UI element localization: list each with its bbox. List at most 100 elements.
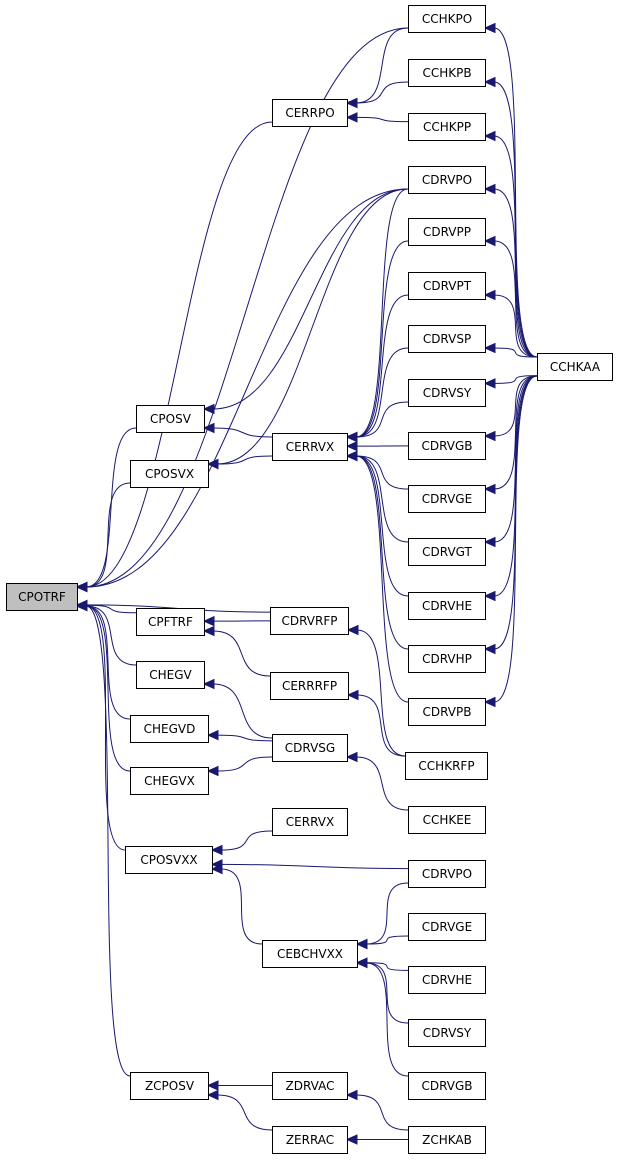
edge-cchkaa-to-cdrvsy_a bbox=[483, 375, 538, 389]
edge-cerrpo-to-cpotrf bbox=[75, 121, 273, 593]
node-label: CDRVHE bbox=[422, 973, 472, 987]
node-label: CHEGVX bbox=[144, 774, 195, 788]
node-cpftrf[interactable]: CPFTRF bbox=[136, 608, 205, 636]
node-cdrvsg[interactable]: CDRVSG bbox=[272, 734, 348, 762]
node-zdrvac[interactable]: ZDRVAC bbox=[272, 1072, 348, 1100]
node-cchkee[interactable]: CCHKEE bbox=[408, 806, 486, 834]
edge-cdrvsg-to-chegvd bbox=[206, 729, 273, 742]
node-cposvxx[interactable]: CPOSVXX bbox=[125, 846, 213, 874]
node-cchkaa[interactable]: CCHKAA bbox=[537, 353, 613, 381]
node-label: CDRVPB bbox=[423, 705, 472, 719]
edge-cdrvhp-to-cerrvx_a bbox=[345, 450, 409, 650]
arrowhead-icon bbox=[355, 938, 368, 950]
node-cdrvpb[interactable]: CDRVPB bbox=[408, 698, 486, 726]
node-cdrvsp[interactable]: CDRVSP bbox=[408, 325, 486, 353]
arrowhead-icon bbox=[355, 957, 368, 969]
node-cchkpo[interactable]: CCHKPO bbox=[408, 5, 486, 33]
edge-cdrvpp-to-cerrvx_a bbox=[345, 240, 409, 443]
arrowhead-icon bbox=[345, 112, 358, 123]
node-label: CDRVPO bbox=[422, 867, 472, 881]
node-cdrvhp[interactable]: CDRVHP bbox=[408, 645, 486, 673]
node-cdrvge-a[interactable]: CDRVGE bbox=[408, 485, 486, 513]
node-chegv[interactable]: CHEGV bbox=[136, 661, 205, 689]
edge-cdrvpo_b-to-cebchvxx bbox=[355, 882, 409, 950]
node-cerrpo[interactable]: CERRPO bbox=[272, 99, 348, 127]
node-cposvx[interactable]: CPOSVX bbox=[130, 460, 209, 488]
edge-cdrvpo_a-to-cposv bbox=[202, 188, 409, 415]
arrowhead-icon bbox=[483, 536, 496, 548]
edge-cerrrfp-to-cpftrf bbox=[202, 625, 271, 677]
node-label: CCHKAA bbox=[550, 360, 601, 374]
node-cdrvpp[interactable]: CDRVPP bbox=[408, 218, 486, 246]
edge-chegvx-to-cpotrf bbox=[75, 600, 131, 772]
arrowhead-icon bbox=[345, 97, 358, 109]
arrowhead-icon bbox=[202, 615, 215, 627]
node-cchkrfp[interactable]: CCHKRFP bbox=[405, 752, 488, 780]
node-label: CERRVX bbox=[286, 440, 334, 454]
arrowhead-icon bbox=[483, 22, 496, 34]
arrowhead-icon bbox=[210, 844, 223, 856]
node-cdrvpt[interactable]: CDRVPT bbox=[408, 272, 486, 300]
node-cerrvx-b[interactable]: CERRVX bbox=[272, 808, 348, 836]
node-cdrvgb-b[interactable]: CDRVGB bbox=[408, 1072, 486, 1100]
edge-cchkee-to-cdrvsg bbox=[345, 751, 409, 811]
node-cdrvge-b[interactable]: CDRVGE bbox=[408, 913, 486, 941]
arrowhead-icon bbox=[483, 430, 496, 442]
node-cerrvx-a[interactable]: CERRVX bbox=[272, 433, 348, 461]
node-zchkab[interactable]: ZCHKAB bbox=[408, 1126, 486, 1154]
node-cdrvpo-a[interactable]: CDRVPO bbox=[408, 166, 486, 194]
arrowhead-icon bbox=[346, 624, 359, 636]
arrowhead-icon bbox=[206, 765, 219, 777]
edge-chegvd-to-cpotrf bbox=[75, 600, 131, 720]
node-label: CHEGVD bbox=[144, 722, 196, 736]
edge-cchkaa-to-cchkpb bbox=[483, 76, 538, 358]
node-zerrac[interactable]: ZERRAC bbox=[272, 1126, 348, 1154]
node-label: CCHKRFP bbox=[418, 759, 474, 773]
node-cchkpp[interactable]: CCHKPP bbox=[408, 113, 486, 141]
node-cebchvxx[interactable]: CEBCHVXX bbox=[262, 940, 358, 968]
node-cpotrf[interactable]: CPOTRF bbox=[6, 583, 78, 611]
edge-cchkaa-to-cdrvpt bbox=[483, 289, 538, 358]
edge-cdrvpo_b-to-cposvxx bbox=[210, 859, 409, 870]
node-cdrvgb-a[interactable]: CDRVGB bbox=[408, 432, 486, 460]
node-label: CEBCHVXX bbox=[277, 947, 343, 961]
node-chegvd[interactable]: CHEGVD bbox=[130, 715, 209, 743]
edge-cchkaa-to-cdrvpp bbox=[483, 235, 538, 358]
edge-cchkrfp-to-cdrvrfp bbox=[346, 624, 406, 757]
node-cerrrfp[interactable]: CERRRFP bbox=[270, 672, 349, 700]
edge-zcposv-to-cpotrf bbox=[75, 600, 131, 1077]
edge-cdrvsy_b-to-cebchvxx bbox=[355, 957, 409, 1024]
node-cdrvsy-b[interactable]: CDRVSY bbox=[408, 1019, 486, 1047]
node-cposv[interactable]: CPOSV bbox=[136, 405, 205, 433]
node-label: CHEGV bbox=[149, 668, 192, 682]
node-cdrvgt[interactable]: CDRVGT bbox=[408, 538, 486, 566]
edges-layer bbox=[75, 22, 538, 1145]
arrowhead-icon bbox=[483, 289, 496, 301]
node-cdrvhe-b[interactable]: CDRVHE bbox=[408, 966, 486, 994]
node-label: CPOTRF bbox=[18, 590, 66, 604]
node-zcposv[interactable]: ZCPOSV bbox=[130, 1072, 209, 1100]
edge-zchkab-to-zerrac bbox=[345, 1134, 408, 1145]
edge-cposv-to-cpotrf bbox=[75, 427, 137, 593]
node-label: CERRRFP bbox=[282, 679, 337, 693]
arrowhead-icon bbox=[483, 378, 496, 389]
node-chegvx[interactable]: CHEGVX bbox=[130, 767, 209, 795]
node-label: CDRVRFP bbox=[282, 614, 338, 628]
edge-cdrvgb_a-to-cerrvx_a bbox=[345, 440, 409, 452]
node-label: CCHKEE bbox=[423, 813, 472, 827]
node-label: CDRVPO bbox=[422, 173, 472, 187]
node-label: CPFTRF bbox=[148, 615, 193, 629]
edge-cdrvsg-to-chegvx bbox=[206, 756, 273, 777]
node-label: CDRVHP bbox=[422, 652, 472, 666]
edge-cdrvhe_a-to-cerrvx_a bbox=[345, 450, 409, 597]
node-label: CDRVSY bbox=[423, 386, 472, 400]
node-label: CPOSVXX bbox=[140, 853, 197, 867]
node-cchkpb[interactable]: CCHKPB bbox=[408, 59, 486, 87]
edge-cchkaa-to-cchkpp bbox=[483, 130, 538, 358]
node-cdrvsy-a[interactable]: CDRVSY bbox=[408, 379, 486, 407]
node-cdrvpo-b[interactable]: CDRVPO bbox=[408, 860, 486, 888]
arrowhead-icon bbox=[483, 183, 496, 195]
node-cdrvhe-a[interactable]: CDRVHE bbox=[408, 592, 486, 620]
node-cdrvrfp[interactable]: CDRVRFP bbox=[270, 607, 349, 635]
